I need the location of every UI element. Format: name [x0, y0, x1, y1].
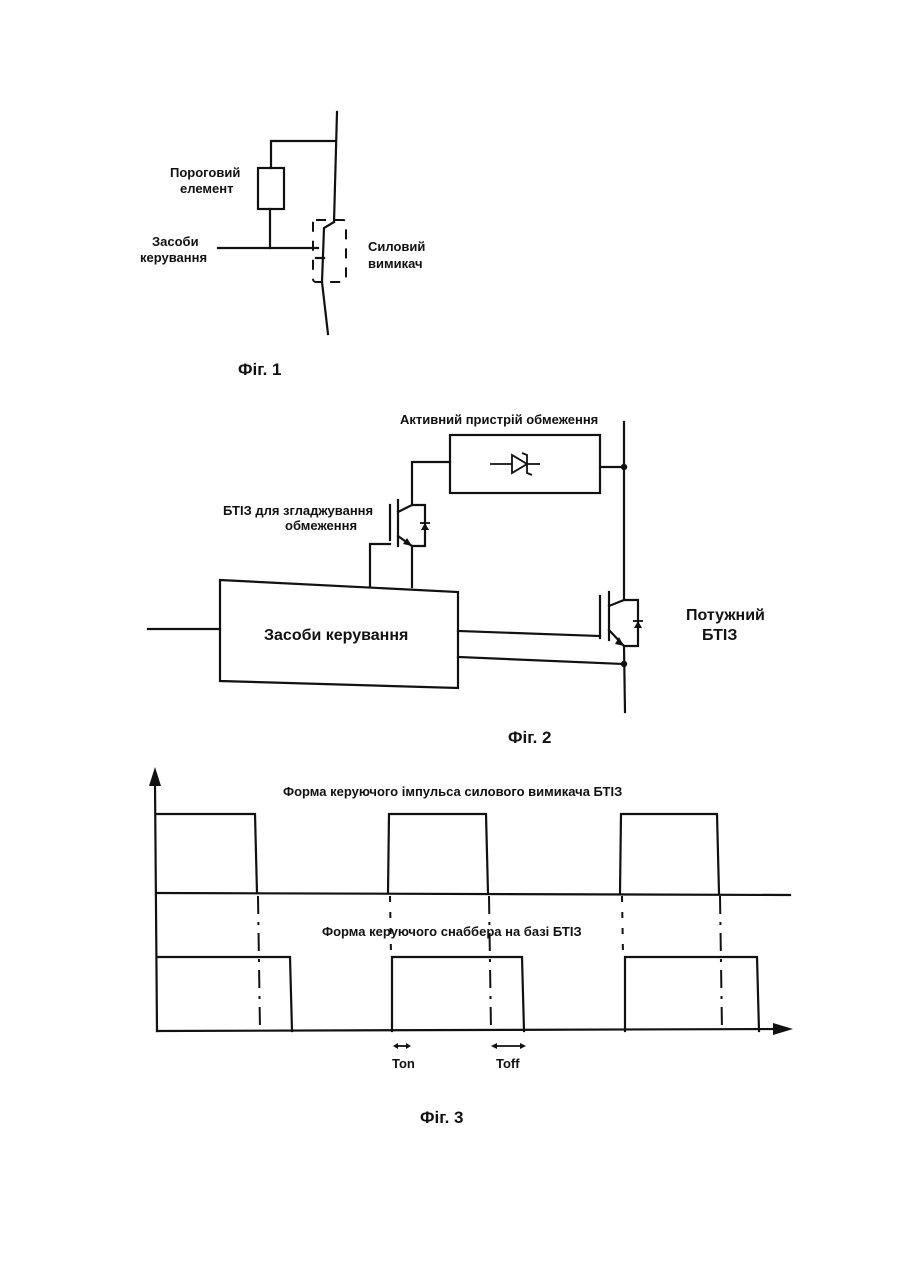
- fig2-clamp-left-wire: [412, 462, 450, 505]
- fig2-caption: Фіг. 2: [508, 728, 552, 747]
- fig1-switch-label-line1: Силовий: [368, 239, 425, 254]
- fig3-x-axis-arrow: [773, 1023, 793, 1035]
- fig1-threshold-label-line2: елемент: [180, 181, 233, 196]
- ton-double-arrow-icon: [393, 1043, 411, 1049]
- fig1-threshold-label-line1: Пороговий: [170, 165, 240, 180]
- fig1-main-line-bottom: [322, 282, 328, 334]
- toff-double-arrow-icon: [491, 1043, 526, 1049]
- fig3-x-axis: [157, 1029, 775, 1031]
- fig2-bus-bottom: [624, 646, 625, 712]
- fig1-threshold-top-wire: [271, 141, 335, 168]
- fig2-snubber-igbt-label-line1: БТІЗ для згладжування: [223, 503, 373, 518]
- zener-diode-icon: [490, 453, 540, 475]
- fig2-diagram: [148, 422, 643, 712]
- fig2-snubber-gate-wire: [370, 544, 390, 587]
- power-igbt-symbol: [600, 592, 643, 646]
- fig3-projection-5: [622, 896, 623, 955]
- fig3-separator-line: [157, 893, 790, 895]
- fig1-switch-contact: [322, 222, 334, 282]
- fig2-power-igbt-label-line1: Потужний: [686, 607, 765, 624]
- fig3-timing-diagram: [149, 767, 793, 1049]
- fig3-bottom-pulse-3: [625, 957, 759, 1031]
- fig3-projection-1: [258, 896, 260, 1031]
- fig3-projection-3: [720, 896, 722, 1031]
- fig1-control-label-line1: Засоби: [152, 234, 199, 249]
- fig2-control-box-label: Засоби керування: [264, 627, 408, 644]
- fig3-top-pulse-3: [620, 814, 719, 893]
- fig1-control-label-line2: керування: [140, 250, 207, 265]
- fig2-emitter-sense-wire: [458, 657, 624, 664]
- fig3-bottom-pulse-2: [392, 957, 524, 1031]
- fig3-ton-label: Ton: [392, 1056, 415, 1071]
- fig2-power-igbt-label-line2: БТІЗ: [702, 627, 737, 644]
- fig3-y-axis: [155, 784, 157, 1031]
- fig3-projection-2: [489, 896, 491, 1031]
- fig1-switch-label-line2: вимикач: [368, 256, 423, 271]
- fig1-switch-enclosure: [313, 220, 346, 282]
- fig3-top-pulse-2: [388, 814, 488, 893]
- snubber-igbt-symbol: [390, 500, 430, 546]
- fig3-top-pulse-1: [157, 814, 257, 893]
- fig3-bottom-waveform-label: Форма керуючого снаббера на базі БТІЗ: [322, 924, 582, 939]
- fig2-active-clamp-label: Активний пристрій обмеження: [400, 412, 598, 427]
- fig1-main-line-top: [334, 112, 337, 222]
- fig2-active-clamp-box: [450, 435, 600, 493]
- fig3-bottom-pulse-1: [157, 957, 292, 1031]
- fig2-gate-drive-wire: [458, 631, 600, 636]
- fig3-top-waveform-label: Форма керуючого імпульса силового вимика…: [283, 784, 622, 799]
- fig1-threshold-element: [258, 168, 284, 209]
- fig3-y-axis-arrow: [149, 767, 161, 786]
- fig1-caption: Фіг. 1: [238, 360, 282, 379]
- fig3-toff-label: Toff: [496, 1056, 520, 1071]
- fig2-snubber-igbt-label-line2: обмеження: [285, 518, 357, 533]
- fig3-caption: Фіг. 3: [420, 1108, 464, 1127]
- fig1-diagram: [218, 112, 346, 334]
